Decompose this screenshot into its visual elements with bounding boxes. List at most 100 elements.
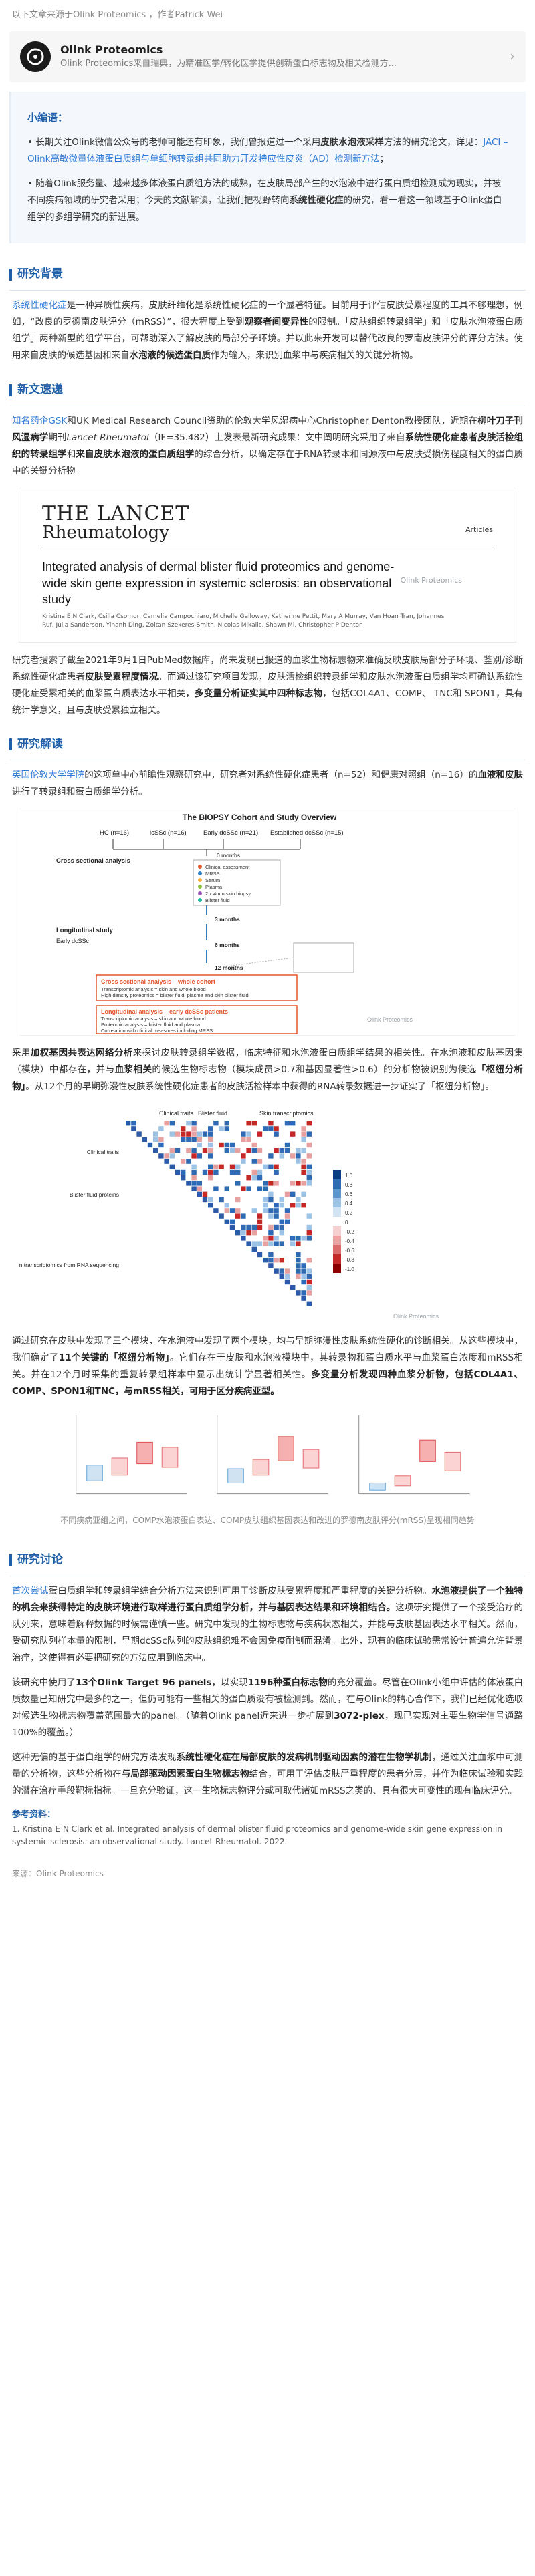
heatmap-cell (296, 1159, 301, 1165)
heatmap-cell (268, 1126, 274, 1131)
heatmap-cell (186, 1121, 191, 1126)
heatmap-cell (169, 1148, 175, 1153)
heatmap-cell (263, 1241, 268, 1247)
heatmap-cell (290, 1203, 296, 1208)
interpret-paragraph: 英国伦敦大学学院的这项单中心前瞻性观察研究中，研究者对系统性硬化症患者（n=52… (12, 770, 524, 798)
boxplot-caption: 不同疾病亚组之间，COMP水泡液蛋白表达、COMP皮肤组织基因表达和改进的罗德南… (60, 1516, 475, 1526)
heatmap-cell (301, 1290, 306, 1296)
boxplot-comp-skin (217, 1415, 329, 1495)
heatmap-cell (147, 1143, 153, 1148)
heatmap-cell (241, 1225, 246, 1230)
heatmap-cell (191, 1153, 197, 1159)
legend-mrss: MRSS (205, 871, 220, 877)
heatmap-cell (301, 1137, 306, 1143)
heatmap-cell (306, 1131, 312, 1137)
color-scale-label: -0.2 (345, 1229, 354, 1235)
section-discussion: 研究讨论 (9, 1549, 526, 1572)
heatmap-cell (268, 1230, 274, 1236)
heatmap-cell (158, 1137, 164, 1143)
heatmap-cell (257, 1213, 263, 1220)
longitudinal-box-line-2: Proteomic analysis = blister fluid and p… (101, 1022, 201, 1028)
heatmap-cell (241, 1236, 246, 1241)
heatmap-cell (257, 1225, 263, 1230)
heatmap-cell (284, 1268, 290, 1274)
heatmap-cell (246, 1137, 251, 1143)
heatmap-cell (158, 1143, 164, 1148)
boxplot-figure (19, 1408, 516, 1508)
cross-sectional-label: Cross sectional analysis (56, 857, 130, 865)
heatmap-cell (296, 1274, 301, 1280)
heatmap-cell (202, 1197, 208, 1203)
heatmap-cell (191, 1186, 197, 1192)
heatmap-cell (208, 1203, 213, 1208)
correlation-heatmap-figure: Clinical traits Blister fluid Skin trans… (19, 1103, 516, 1324)
heatmap-cell (213, 1170, 219, 1175)
color-scale-swatch (333, 1245, 341, 1255)
heatmap-cell (191, 1175, 197, 1181)
news-paragraph-1: 知名药企GSK和UK Medical Research Council资助的伦敦… (12, 415, 524, 476)
heatmap-cell (263, 1236, 268, 1241)
heatmap-cell (164, 1159, 169, 1165)
heatmap-cell (224, 1219, 229, 1225)
heatmap-cell (191, 1181, 197, 1186)
heatmap-cell (153, 1137, 158, 1143)
heatmap-cell (306, 1225, 312, 1230)
heat-row-clinical: Clinical traits (87, 1149, 119, 1155)
heatmap-cell (241, 1131, 246, 1137)
heatmap-cell (301, 1263, 306, 1268)
heatmap-cell (224, 1121, 229, 1126)
chevron-right-icon[interactable]: › (510, 48, 515, 65)
heatmap-cell (251, 1148, 257, 1153)
heatmap-cell (268, 1191, 274, 1197)
heatmap-cell (268, 1153, 274, 1159)
heatmap-cell (290, 1236, 296, 1241)
heatmap-cell (301, 1170, 306, 1175)
heatmap-cell (158, 1153, 164, 1159)
heatmap-cell (197, 1186, 202, 1192)
heatmap-cell (257, 1175, 263, 1181)
heatmap-cell (197, 1153, 202, 1159)
heatmap-cell (169, 1164, 175, 1170)
heat-group-blister: Blister fluid (198, 1110, 227, 1117)
heatmap-cell (257, 1219, 263, 1225)
correlation-heatmap: Clinical traits Blister fluid Skin trans… (19, 1110, 439, 1320)
heatmap-cell (175, 1170, 181, 1175)
color-scale-swatch (333, 1189, 341, 1199)
editor-paragraph-2: • 随着Olink服务量、越来越多体液蛋白质组方法的成熟，在皮肤局部产生的水泡液… (27, 178, 502, 223)
cross-sectional-box-line-2: High density proteomics = blister fluid,… (101, 992, 249, 998)
month-6-label: 6 months (215, 942, 240, 948)
early-dcssc-label: Early dcSSc (56, 938, 90, 944)
longitudinal-box-line-1: Transcriptomic analysis = skin and whole… (101, 1016, 206, 1022)
heat-row-skin: Skin transcriptomics from RNA sequencing (19, 1262, 119, 1268)
account-card[interactable]: Olink Proteomics Olink Proteomics来自瑞典，为精… (9, 31, 526, 82)
heatmap-cell (306, 1153, 312, 1159)
heatmap-cell (191, 1126, 197, 1131)
heatmap-cell (197, 1143, 202, 1148)
heatmap-cell (306, 1230, 312, 1236)
heatmap-cell (274, 1126, 279, 1131)
heatmap-cell (131, 1126, 136, 1131)
heatmap-cell (279, 1230, 284, 1236)
heatmap-cell (235, 1164, 241, 1170)
section-title: 研究讨论 (17, 1553, 63, 1567)
longitudinal-box-title: Longitudinal analysis – early dcSSc pati… (101, 1008, 228, 1015)
heatmap-cell (257, 1159, 263, 1165)
heatmap-cell (241, 1213, 246, 1220)
color-scale-label: -0.6 (345, 1248, 354, 1254)
heatmap-cell (274, 1258, 279, 1263)
related-article-link[interactable]: JACI – Olink高敏微量体液蛋白质组与单细胞转录组共同助力开发特应性皮炎… (27, 137, 508, 164)
heatmap-cell (251, 1230, 257, 1236)
heatmap-cell (186, 1137, 191, 1143)
section-marker (9, 738, 12, 751)
heatmap-cell (274, 1170, 279, 1175)
paper-authors: Kristina E N Clark, Csilla Csomor, Camel… (42, 613, 445, 629)
color-scale-swatch (333, 1179, 341, 1189)
heatmap-cell (191, 1121, 197, 1126)
heatmap-cell (202, 1148, 208, 1153)
heatmap-cell (229, 1208, 235, 1213)
section-title: 新文速递 (17, 382, 63, 396)
heatmap-cell (301, 1203, 306, 1208)
heatmap-cell (306, 1258, 312, 1263)
heatmap-cell (268, 1225, 274, 1230)
heatmap-cell (246, 1225, 251, 1230)
